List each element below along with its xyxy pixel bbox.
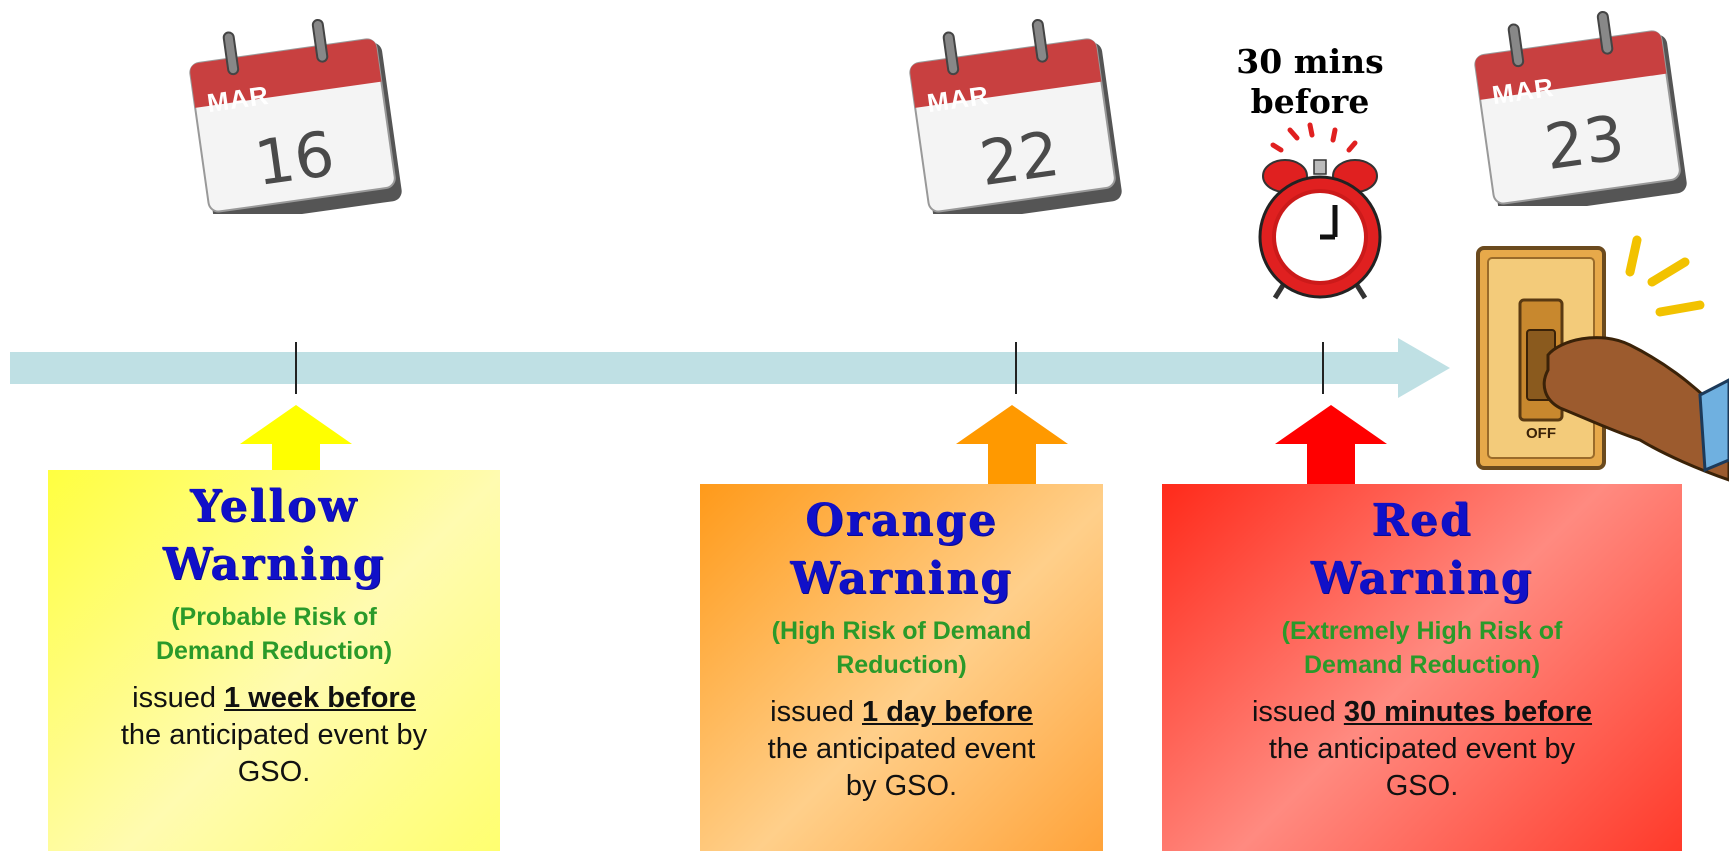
calendar-day: 16 [250, 116, 339, 201]
calendar-day: 22 [975, 116, 1064, 201]
issued-prefix: issued [132, 682, 225, 714]
risk-line1: (Extremely High Risk of [1281, 617, 1563, 645]
issued-emphasis: 1 week before [224, 682, 416, 714]
issued-line3: GSO. [237, 756, 311, 788]
calendar-mar-16: MAR 16 [175, 14, 415, 214]
alarm-caption-line1: 30 mins [1236, 42, 1384, 81]
risk-line1: (High Risk of Demand [771, 617, 1032, 645]
risk-line2: Demand Reduction) [155, 637, 393, 665]
red-up-arrow [1275, 405, 1387, 498]
switch-off-label: OFF [1526, 425, 1556, 442]
timeline-arrow [10, 338, 1450, 398]
issued-line2: the anticipated event by [1268, 733, 1576, 765]
calendar-mar-23: MAR 23 [1460, 6, 1700, 206]
light-switch-icon: OFF [1476, 235, 1729, 482]
orange-up-arrow [956, 405, 1068, 486]
issued-line3: GSO. [1385, 770, 1459, 802]
warning-title-line1: Orange [805, 495, 998, 546]
warning-title-line2: Warning [1310, 553, 1534, 604]
alarm-caption: 30 mins before [1210, 42, 1410, 122]
issued-line2: the anticipated event [767, 733, 1036, 765]
warning-title-line1: Yellow [189, 481, 359, 532]
issued-prefix: issued [770, 696, 863, 728]
yellow-up-arrow [240, 405, 352, 472]
alarm-caption-line2: before [1250, 82, 1370, 121]
yellow-warning-box: Yellow Warning (Probable Risk of Demand … [48, 470, 500, 851]
red-warning-box: Red Warning (Extremely High Risk of Dema… [1162, 484, 1682, 851]
issued-prefix: issued [1251, 696, 1344, 728]
warning-title-line1: Red [1371, 495, 1473, 546]
calendar-mar-22: MAR 22 [895, 14, 1135, 214]
issued-line3: by GSO. [845, 770, 958, 802]
warning-title-line2: Warning [790, 553, 1013, 604]
issued-emphasis: 30 minutes before [1343, 696, 1593, 728]
risk-line2: Demand Reduction) [1303, 651, 1541, 679]
alarm-clock-icon [1258, 122, 1382, 300]
warning-title-line2: Warning [162, 539, 386, 590]
issued-line2: the anticipated event by [120, 719, 428, 751]
calendar-day: 23 [1540, 100, 1629, 185]
issued-emphasis: 1 day before [862, 696, 1033, 728]
risk-line1: (Probable Risk of [171, 603, 377, 631]
risk-line2: Reduction) [836, 651, 967, 679]
orange-warning-box: Orange Warning (High Risk of Demand Redu… [700, 484, 1103, 851]
